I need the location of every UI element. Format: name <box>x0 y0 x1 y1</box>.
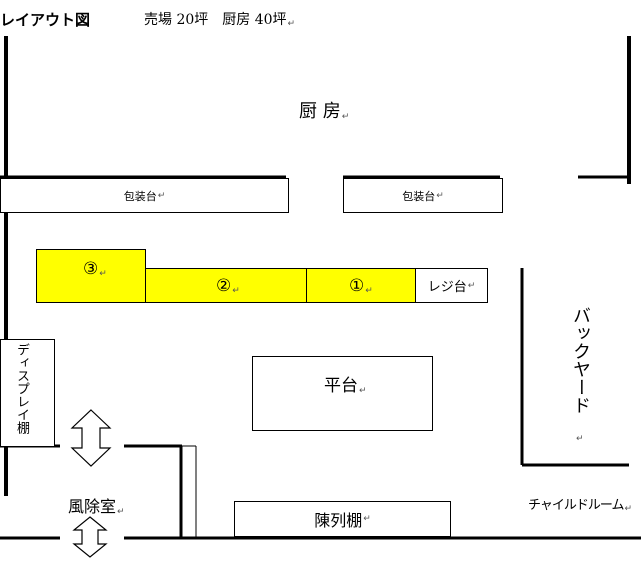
packing-table-left: 包装台↵ <box>0 178 289 213</box>
child-room-label: チャイルドルーム↵ <box>528 498 632 514</box>
display-shelf-label: ディスプレイ棚 <box>14 343 29 434</box>
page-subtitle: 売場 20坪 厨房 40坪↵ <box>144 12 296 29</box>
kitchen-label: 厨 房↵ <box>299 101 350 122</box>
register-counter: レジ台↵ <box>415 268 488 303</box>
backyard-return-mark: ↵ <box>576 434 584 444</box>
display-shelf: ディスプレイ棚 <box>0 339 55 447</box>
showcase-shelf: 陳列棚↵ <box>234 501 451 537</box>
counter-3: ③↵ <box>36 249 146 303</box>
page-title: レイアウト図 <box>0 11 91 29</box>
packing-table-right: 包装台↵ <box>343 178 503 213</box>
door-arrow-bottom-icon <box>72 516 108 558</box>
door-arrow-top-icon <box>70 409 112 467</box>
windbreak-room-label: 風除室↵ <box>68 497 125 517</box>
backyard-label: バックヤード <box>570 306 591 414</box>
counter-1: ①↵ <box>306 268 416 303</box>
flat-table: 平台↵ <box>252 356 433 431</box>
counter-2: ②↵ <box>145 268 307 303</box>
